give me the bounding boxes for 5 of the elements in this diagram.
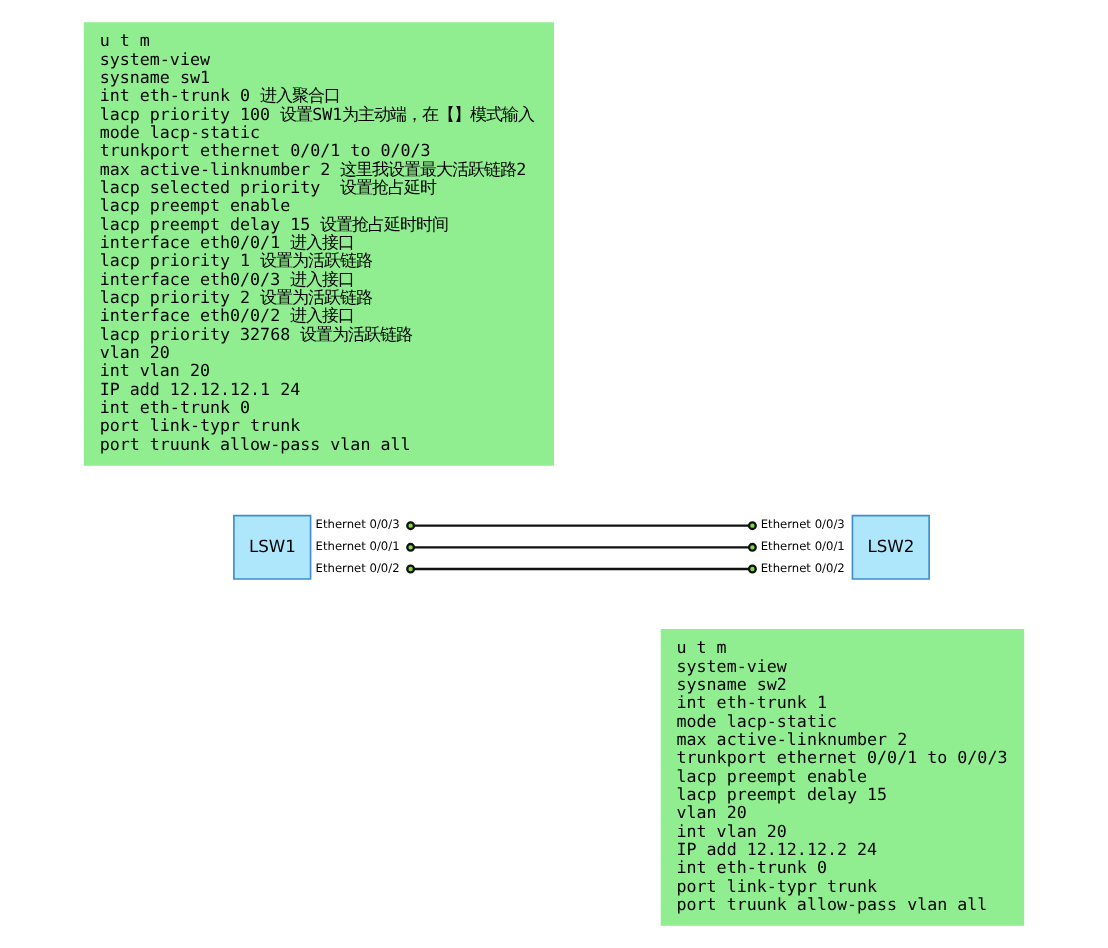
connector bbox=[406, 521, 757, 531]
connector bbox=[406, 564, 757, 574]
node-box: u t m system-view sysname sw2 int eth-trunk 1 mode lacp-static max active-linknumber 2 trunkport ethernet 0/0/1 to 0/0/3 lacp preempt enable lacp preempt delay 15 vlan 20 int vlan 20 IP add 12.12.12.2 24 int eth-trunk 0 port link-typr trunk port truunk allow-pass vlan all bbox=[660, 629, 1025, 926]
connector bbox=[406, 542, 757, 552]
node-box: u t m system-view sysname sw1 int eth-trunk 0 进入聚合口 lacp priority 100 设置SW1为主动端，在【】模式输入 mode lacp-static trunkport ethernet 0/0/1 to 0/0/3 max active-linknumber 2 这里我设置最大活跃链路2 lacp selected priority 设置抢占延时 lacp preempt enable lacp preempt delay 15 设置抢占延时时间 interface eth0/0/1 进入接口 lacp priority 1 设置为活跃链路 interface eth0/0/3 进入接口 lacp priority 2 设置为活跃链路 interface eth0/0/2 进入接口 lacp priority 32768 设置为活跃链路 vlan 20 int vlan 20 IP add 12.12.12.1 24 int eth-trunk 0 port link-typr trunk port truunk allow-pass vlan all bbox=[83, 22, 554, 466]
